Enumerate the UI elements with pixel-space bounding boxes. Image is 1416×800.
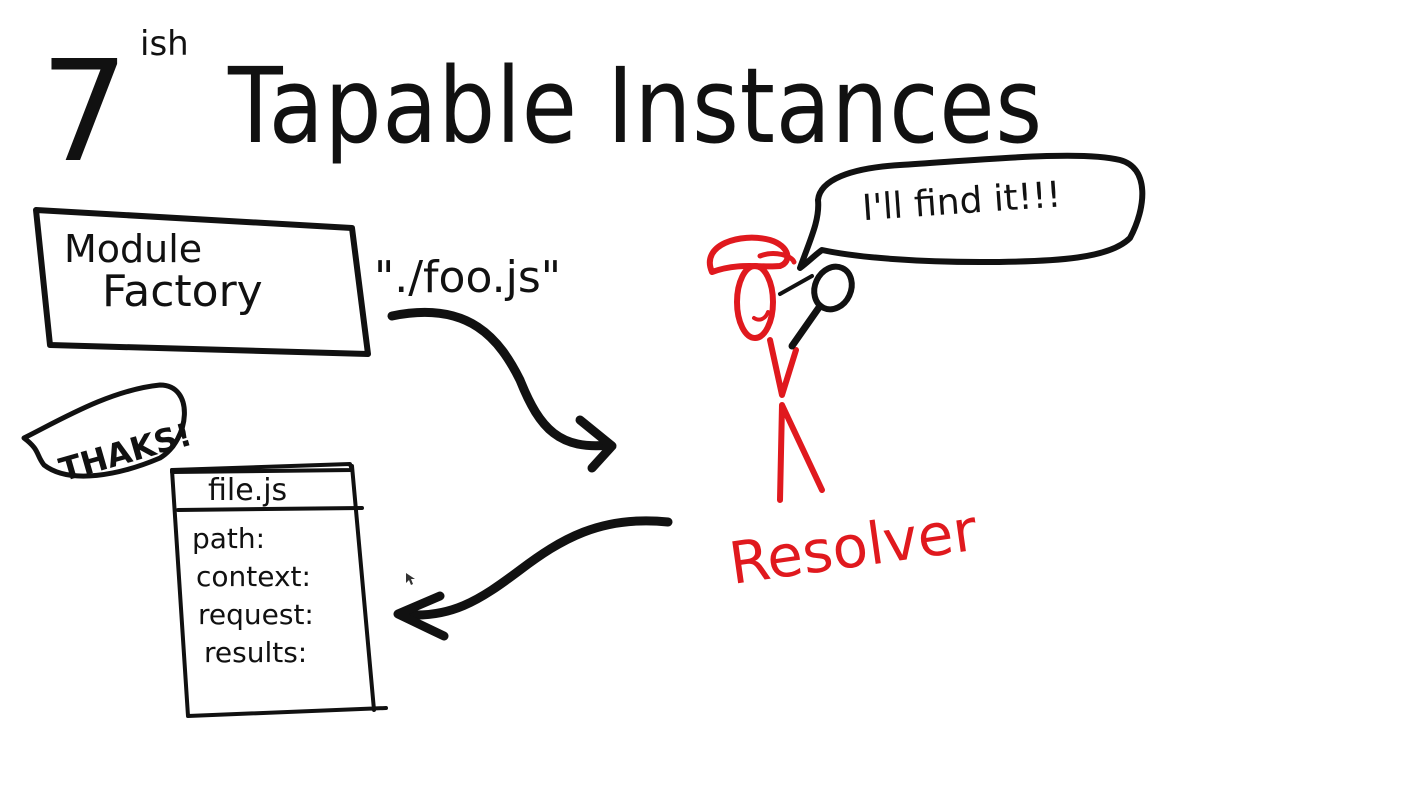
module-factory-border [33, 207, 371, 357]
resolver-mouth [752, 310, 770, 322]
module-factory-line1: Module [64, 227, 202, 271]
arrow-to-file-shaft [395, 516, 673, 620]
file-card: file.js path: context: request: results: [170, 462, 388, 718]
file-card-title: file.js [208, 473, 287, 508]
file-card-field: request: [198, 598, 314, 631]
file-card-field: context: [196, 560, 311, 593]
title-superscript: ish [140, 24, 189, 64]
thanks-bubble: THAKS! [21, 382, 196, 489]
request-label: "./foo.js" [374, 252, 561, 303]
title-number: 7 [40, 31, 129, 194]
thanks-bubble-outline [21, 382, 187, 479]
resolver-figure: Resolver [706, 234, 981, 598]
resolver-label: Resolver [725, 496, 981, 598]
resolver-torso [767, 337, 799, 398]
resolver-legs [777, 402, 825, 503]
title-group: 7 ish Tapable Instances [40, 24, 1043, 194]
speech-bubble-text: I'll find it!!! [861, 174, 1063, 229]
resolver-arm [778, 274, 814, 296]
arrow-to-file [393, 516, 673, 641]
magnifying-glass-icon [811, 263, 855, 313]
resolver-speech-bubble: I'll find it!!! [797, 152, 1146, 271]
arrow-to-file-head [393, 591, 449, 641]
file-card-top-edge [170, 462, 354, 474]
mouse-cursor-icon [406, 573, 415, 585]
speech-bubble-outline [797, 152, 1146, 271]
file-card-header-divider [176, 506, 364, 512]
module-factory-line2: Factory [102, 266, 263, 317]
resolver-cap-brim [757, 251, 797, 265]
arrow-to-resolver-shaft [387, 307, 615, 451]
file-card-fields: path: context: request: results: [192, 522, 314, 669]
magnifying-glass-handle [788, 302, 824, 350]
title-text: Tapable Instances [227, 45, 1043, 167]
arrow-to-resolver-head [575, 415, 617, 473]
module-factory-box: Module Factory [33, 207, 371, 357]
file-card-field: results: [204, 636, 307, 669]
thanks-bubble-text: THAKS! [55, 415, 196, 489]
file-card-field: path: [192, 522, 265, 555]
resolver-head [734, 263, 776, 341]
arrow-to-resolver [387, 307, 617, 473]
